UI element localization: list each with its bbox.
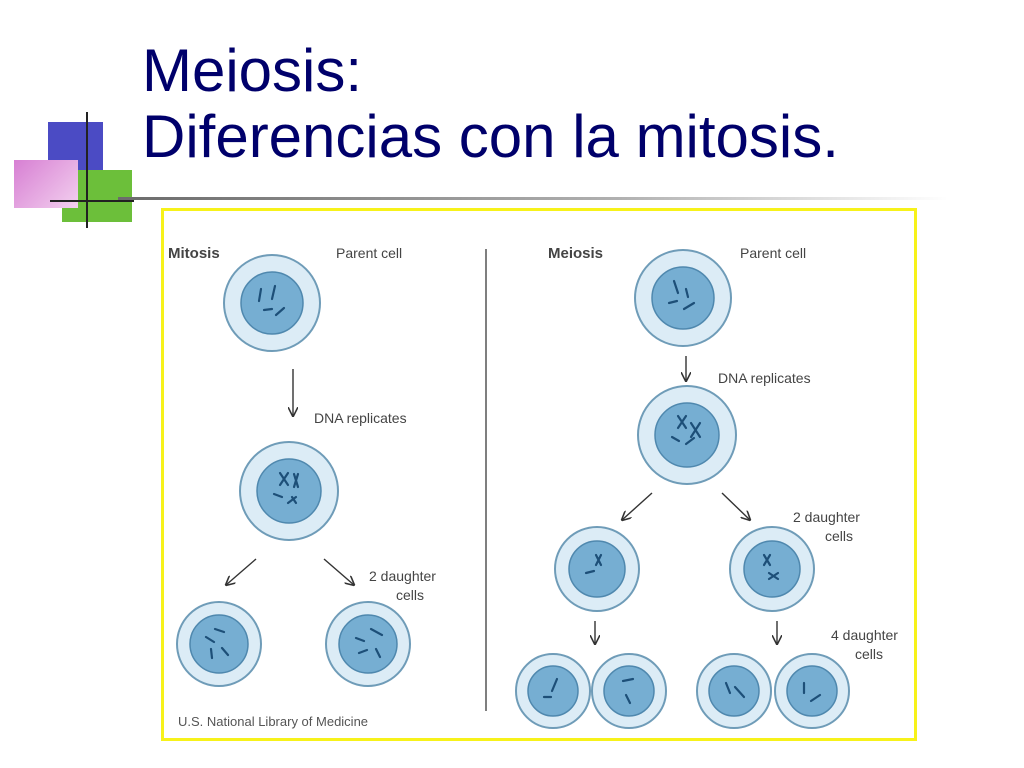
meiosis-replicated-cell [637, 385, 737, 485]
mitosis-heading: Mitosis [168, 245, 220, 262]
meiosis-daughter-cell-2 [729, 526, 815, 612]
diagram-frame: Mitosis Parent cell DNA replicates 2 dau… [161, 208, 917, 741]
title-line-2: Diferencias con la mitosis. [142, 103, 839, 170]
title-underline [118, 197, 948, 200]
meiosis-gamete-cell-4 [774, 653, 850, 729]
meiosis-gamete-cell-1 [515, 653, 591, 729]
mitosis-parent-label: Parent cell [336, 245, 402, 261]
page-title: Meiosis: Diferencias con la mitosis. [142, 38, 839, 170]
meiosis-daughter-cell-1 [554, 526, 640, 612]
mitosis-meiosis-diagram: Mitosis Parent cell DNA replicates 2 dau… [168, 245, 898, 729]
mitosis-daughter-cell-1 [176, 601, 262, 687]
meiosis-gamete-cell-2 [591, 653, 667, 729]
meiosis-daughters2-label-2: cells [825, 528, 853, 544]
title-line-1: Meiosis: [142, 37, 363, 104]
mitosis-replicate-label: DNA replicates [314, 410, 407, 426]
meiosis-arrow-left [622, 492, 653, 520]
meiosis-heading: Meiosis [548, 245, 603, 262]
mitosis-replicated-cell [239, 441, 339, 541]
mitosis-daughters-label-1: 2 daughter [369, 568, 436, 584]
mitosis-parent-cell [223, 254, 321, 352]
meiosis-daughters2-label-1: 2 daughter [793, 509, 860, 525]
mitosis-arrow-left [226, 558, 257, 585]
meiosis-parent-label: Parent cell [740, 245, 806, 261]
mitosis-arrow-right [323, 558, 354, 585]
mitosis-daughters-label-2: cells [396, 587, 424, 603]
meiosis-arrow-right [721, 492, 750, 520]
meiosis-replicate-label: DNA replicates [718, 370, 811, 386]
meiosis-gamete-cell-3 [696, 653, 772, 729]
meiosis-daughters4-label-1: 4 daughter [831, 627, 898, 643]
deco-line-vertical [86, 112, 88, 228]
image-credit: U.S. National Library of Medicine [178, 714, 368, 729]
mitosis-daughter-cell-2 [325, 601, 411, 687]
meiosis-parent-cell [634, 249, 732, 347]
meiosis-daughters4-label-2: cells [855, 646, 883, 662]
deco-line-horizontal [50, 200, 134, 202]
